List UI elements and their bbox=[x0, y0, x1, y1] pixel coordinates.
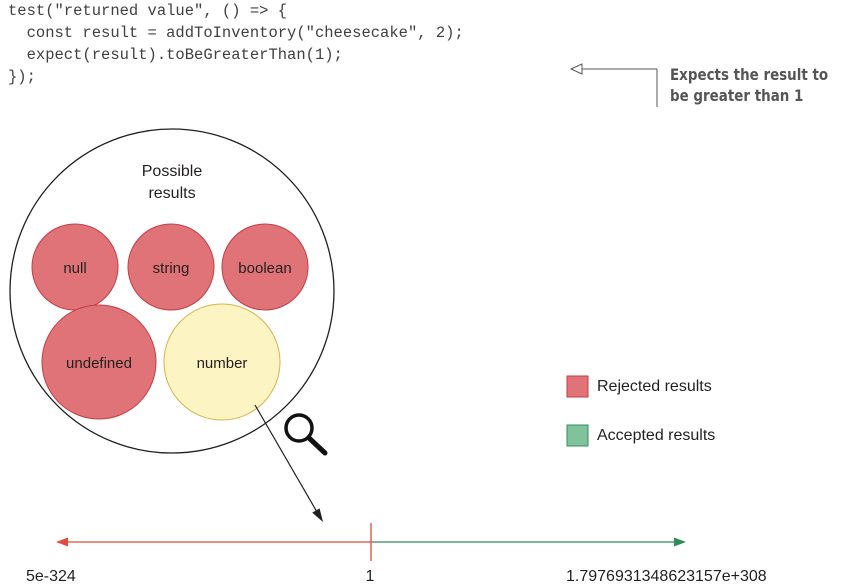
zoom-arrow bbox=[254, 404, 323, 522]
number-line: 5e-324 1 1.7976931348623157e+308 bbox=[26, 523, 767, 584]
code-block: test("returned value", () => { const res… bbox=[8, 0, 464, 88]
code-line-4: }); bbox=[8, 68, 36, 86]
number-line-min-label: 5e-324 bbox=[26, 568, 76, 584]
annotation-line-2: be greater than 1 bbox=[670, 86, 804, 105]
type-label-null: null bbox=[63, 260, 86, 277]
code-line-2: const result = addToInventory("cheesecak… bbox=[8, 24, 464, 42]
magnifying-glass-icon bbox=[284, 413, 328, 456]
number-line-right-arrowhead bbox=[674, 537, 686, 547]
code-annotation: Expects the result to be greater than 1 bbox=[670, 64, 828, 106]
possible-results-title-line-2: results bbox=[148, 185, 195, 202]
code-line-1: test("returned value", () => { bbox=[8, 2, 288, 20]
type-circle-undefined: undefined bbox=[41, 304, 157, 420]
annotation-line-1: Expects the result to bbox=[670, 65, 829, 84]
type-label-number: number bbox=[197, 355, 248, 372]
code-line-3: expect(result).toBeGreaterThan(1); bbox=[8, 46, 343, 64]
annotation-callout bbox=[569, 63, 658, 107]
type-label-undefined: undefined bbox=[66, 355, 132, 372]
legend-label-rejected: Rejected results bbox=[597, 378, 712, 395]
type-circle-number: number bbox=[163, 303, 281, 421]
type-circle-boolean: boolean bbox=[221, 223, 309, 311]
type-circle-string: string bbox=[127, 223, 215, 311]
type-circle-null: null bbox=[31, 223, 119, 311]
type-label-string: string bbox=[153, 260, 190, 277]
legend-swatch-rejected bbox=[566, 375, 589, 398]
type-label-boolean: boolean bbox=[238, 260, 291, 277]
legend-label-accepted: Accepted results bbox=[597, 427, 715, 444]
number-line-max-label: 1.7976931348623157e+308 bbox=[566, 568, 767, 584]
number-line-left-arrowhead bbox=[56, 537, 68, 547]
legend: Rejected results Accepted results bbox=[566, 375, 715, 447]
possible-results-title-line-1: Possible bbox=[142, 163, 203, 180]
legend-swatch-accepted bbox=[566, 424, 589, 447]
number-line-threshold-label: 1 bbox=[366, 568, 375, 584]
